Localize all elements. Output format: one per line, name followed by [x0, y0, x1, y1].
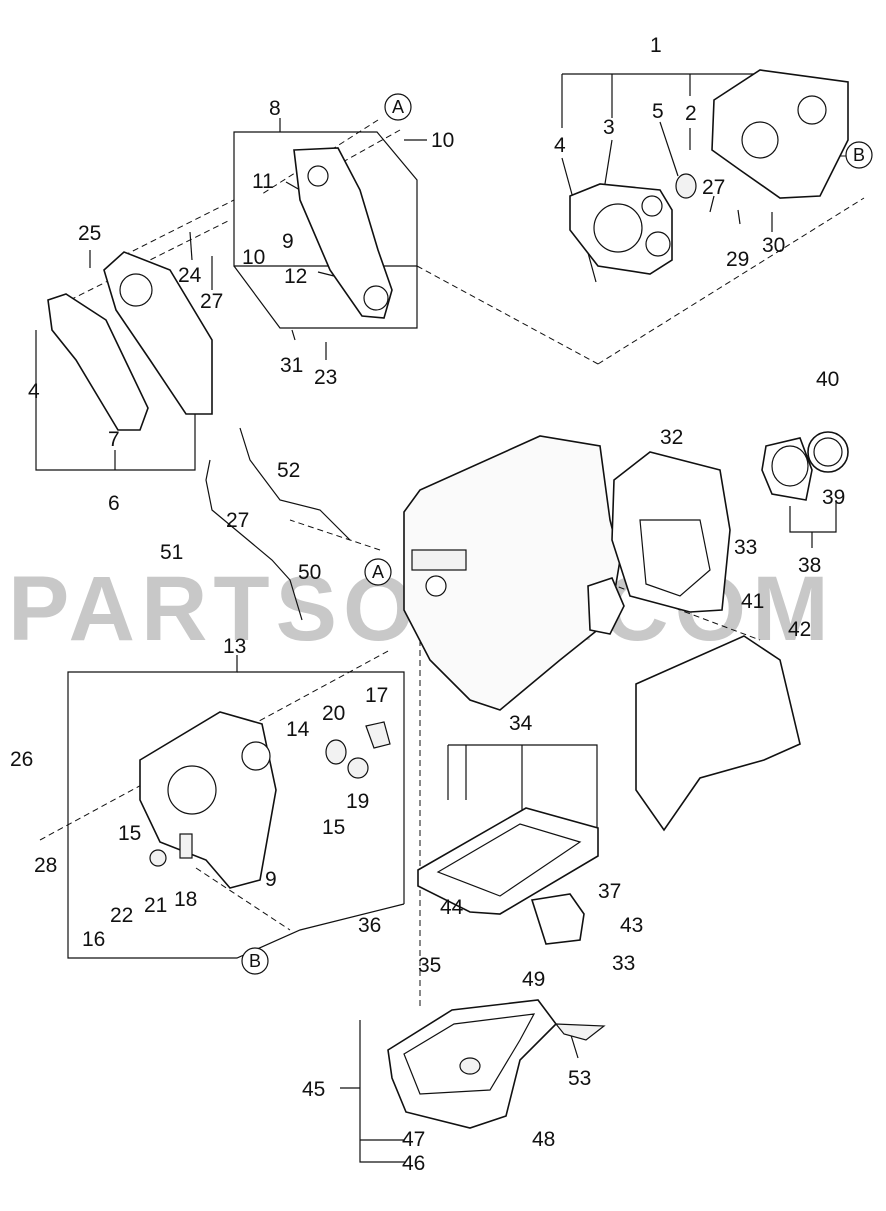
callout-2: 2 — [685, 102, 697, 125]
callout-21: 21 — [144, 894, 167, 917]
callout-27-right: 27 — [702, 176, 725, 199]
marker-B-bottom-label: B — [249, 951, 261, 971]
callout-9-top: 9 — [282, 230, 294, 253]
callout-24: 24 — [178, 264, 202, 287]
callout-4-left: 4 — [28, 380, 40, 403]
callout-48: 48 — [532, 1128, 555, 1151]
callout-7: 7 — [108, 428, 120, 451]
marker-A-top: A — [384, 93, 412, 121]
callout-31: 31 — [280, 354, 303, 377]
callout-34: 34 — [509, 712, 533, 735]
callout-33-bottom: 33 — [612, 952, 635, 975]
marker-B-bottom: B — [241, 947, 269, 975]
callout-45: 45 — [302, 1078, 325, 1101]
callout-23: 23 — [314, 366, 337, 389]
callout-39: 39 — [822, 486, 845, 509]
callout-15-left: 15 — [118, 822, 141, 845]
marker-A-mid-label: A — [372, 562, 384, 582]
callout-49: 49 — [522, 968, 545, 991]
callout-30: 30 — [762, 234, 785, 257]
callout-37: 37 — [598, 880, 621, 903]
callout-27-mid: 27 — [226, 509, 249, 532]
callout-11: 11 — [252, 170, 274, 193]
callout-28: 28 — [34, 854, 57, 877]
callout-8: 8 — [269, 97, 281, 120]
marker-A-top-label: A — [392, 97, 404, 117]
callout-13: 13 — [223, 635, 246, 658]
callout-17: 17 — [365, 684, 388, 707]
callout-51: 51 — [160, 541, 183, 564]
callout-12: 12 — [284, 265, 307, 288]
callout-14: 14 — [286, 718, 310, 741]
callout-36: 36 — [358, 914, 381, 937]
callout-25: 25 — [78, 222, 101, 245]
callout-38: 38 — [798, 554, 821, 577]
callout-22: 22 — [110, 904, 133, 927]
callout-46: 46 — [402, 1152, 425, 1175]
callout-29: 29 — [726, 248, 749, 271]
callout-5: 5 — [652, 100, 664, 123]
callout-16: 16 — [82, 928, 105, 951]
callout-35: 35 — [418, 954, 441, 977]
callout-10-left: 10 — [242, 246, 265, 269]
callout-41: 41 — [741, 590, 764, 613]
part-callouts: 1 2 3 4 5 27 29 30 8 10 11 10 9 12 31 23… — [10, 34, 845, 1175]
callout-33-right: 33 — [734, 536, 757, 559]
callout-6: 6 — [108, 492, 120, 515]
leader-lines — [35, 73, 865, 1163]
marker-B-right: B — [845, 141, 873, 169]
callout-19: 19 — [346, 790, 369, 813]
callout-44: 44 — [440, 896, 464, 919]
callout-50: 50 — [298, 561, 321, 584]
callout-43: 43 — [620, 914, 643, 937]
callout-40: 40 — [816, 368, 839, 391]
callout-9-bottom: 9 — [265, 868, 277, 891]
callout-4-right: 4 — [554, 134, 566, 157]
callout-15-right: 15 — [322, 816, 345, 839]
callout-27-left: 27 — [200, 290, 223, 313]
marker-B-right-label: B — [853, 145, 865, 165]
callout-20: 20 — [322, 702, 345, 725]
callout-3: 3 — [603, 116, 615, 139]
callout-32: 32 — [660, 426, 683, 449]
callout-42: 42 — [788, 618, 811, 641]
callout-47: 47 — [402, 1128, 425, 1151]
callout-18: 18 — [174, 888, 197, 911]
marker-A-mid: A — [364, 558, 392, 586]
callout-10-top: 10 — [431, 129, 454, 152]
callout-1: 1 — [650, 34, 662, 57]
parts-drawings — [47, 69, 849, 1129]
callout-52: 52 — [277, 459, 300, 482]
callout-26: 26 — [10, 748, 33, 771]
callout-53: 53 — [568, 1067, 591, 1090]
